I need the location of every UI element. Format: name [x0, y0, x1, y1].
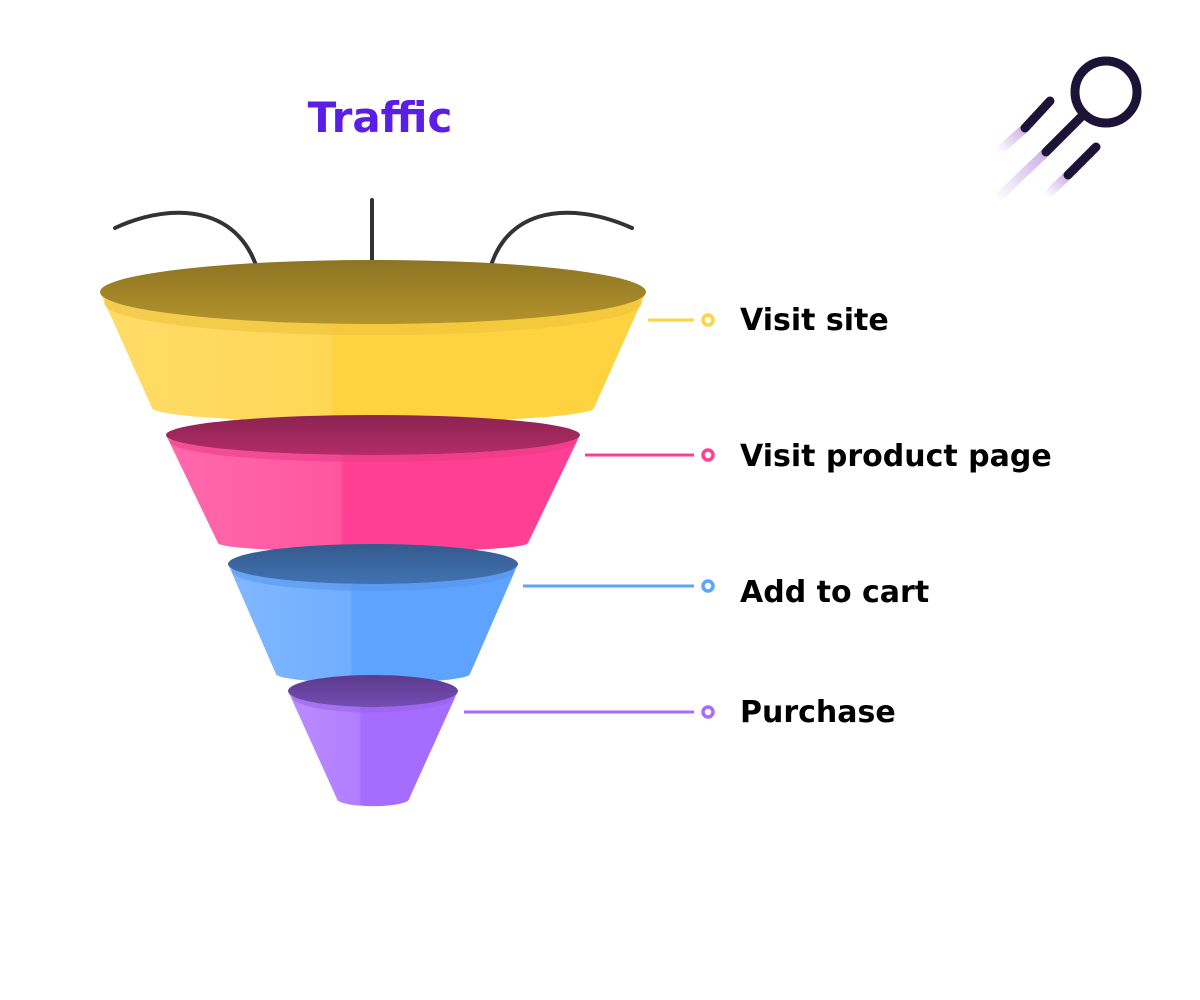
funnel	[100, 260, 646, 807]
funnel-segment	[288, 675, 458, 807]
diagram-title: Traffic	[308, 93, 453, 142]
funnel-segment-body	[166, 435, 580, 552]
connector-dot-icon	[701, 705, 715, 719]
funnel-segment-rim	[100, 260, 646, 324]
funnel-segment-body	[288, 691, 458, 807]
funnel-segment-rim	[166, 415, 580, 455]
funnel-segment-rim	[288, 675, 458, 707]
funnel-segment-rim	[228, 544, 518, 584]
stage-label: Visit product page	[740, 439, 1052, 474]
funnel-segment	[166, 415, 580, 552]
funnel-segment	[228, 544, 518, 683]
connector-dot-icon	[701, 313, 715, 327]
funnel-segment	[100, 260, 646, 423]
funnel-segment-body	[228, 564, 518, 683]
stage-label: Add to cart	[740, 575, 929, 610]
connector-dot-icon	[701, 579, 715, 593]
connector-dot-icon	[701, 448, 715, 462]
stage-label: Visit site	[740, 303, 889, 338]
stage-label: Purchase	[740, 695, 896, 730]
magnifier-comet-icon	[991, 56, 1142, 205]
